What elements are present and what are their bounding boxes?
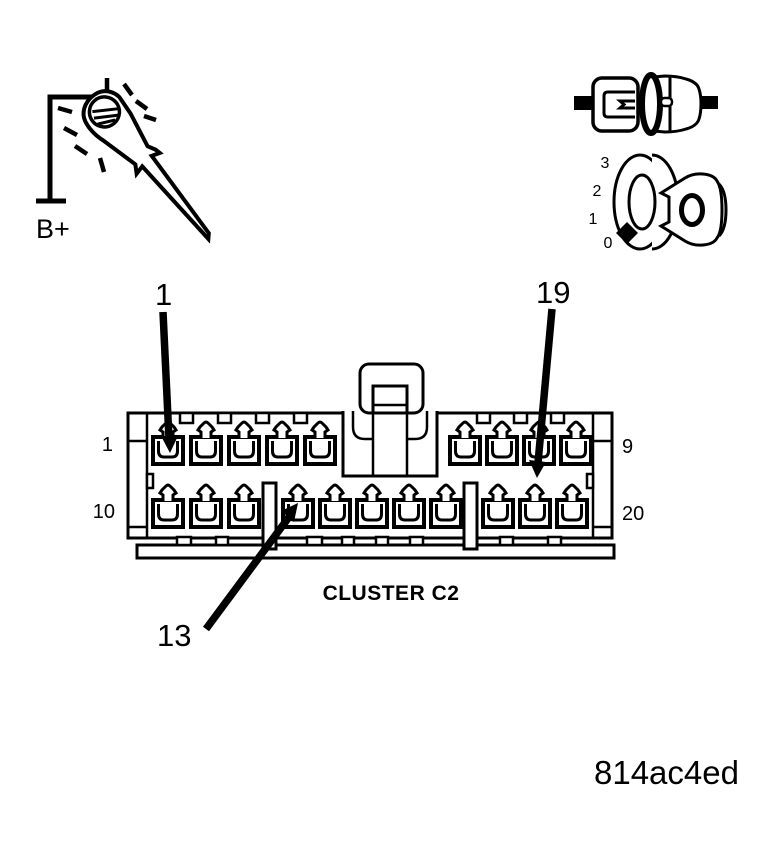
pin-label-10: 10 [93,501,115,523]
ignition-position-1: 1 [589,211,598,228]
fuse-wire-right [701,96,718,109]
connector-latch-cavity [341,362,439,478]
fuse-icon [574,72,718,136]
connector-top-notches [178,411,566,425]
callout-arrowhead [161,436,178,453]
callout-arrow-line [159,311,173,440]
ignition-position-2: 2 [593,183,602,200]
bottom-bump [305,535,324,547]
ignition-position-3: 3 [601,155,610,172]
callout-arrow-line [202,514,293,632]
cavity-walls [341,411,439,478]
callout-pin-1: 1 [155,277,178,453]
callout-arrowhead [281,503,298,522]
bottom-bump [374,535,390,547]
connector-cluster-c2: 1 9 10 20 CLUSTER C2 [93,362,644,605]
connector-caption: CLUSTER C2 [323,582,460,605]
callout-arrowhead [529,460,546,478]
fuse-end-cap [639,72,663,136]
key-hole [679,193,705,227]
glow-ray [143,113,157,123]
top-notch [512,411,529,425]
connector-bottom-edge [135,535,616,560]
pin-label-20: 20 [622,503,644,525]
ignition-dial-hole [627,173,657,231]
bottom-bump [498,535,515,547]
top-notch [549,411,566,425]
keying-strip-right [462,481,479,551]
probe-body [81,89,211,244]
callout-label-13: 13 [157,618,191,653]
ignition-switch-icon: 3 2 1 0 [589,153,728,252]
latch-tab-inner [371,384,409,415]
connector-skirt [135,543,616,560]
test-light-glow-rays [57,78,157,173]
pin-label-9: 9 [622,436,633,458]
callout-arrow-line [534,308,556,464]
latch-channel [371,413,409,476]
bottom-bump [408,535,425,547]
fuse-terminal-fork [602,90,635,119]
callout-label-1: 1 [155,277,172,312]
glow-ray [134,99,149,111]
callout-pin-13: 13 [157,503,298,653]
figure-code: 814ac4ed [594,754,739,791]
glow-ray [62,126,79,137]
connector-left-rail [128,413,155,538]
fuse-body-left [591,76,640,133]
top-notch [292,411,309,425]
glow-ray [97,157,107,173]
fuse-wire-left [574,96,594,110]
bottom-bump [214,535,230,547]
glow-ray [73,144,89,156]
top-notch [254,411,271,425]
top-notch [178,411,195,425]
callout-pin-19: 19 [529,275,570,478]
test-light-wire [36,94,94,204]
bottom-bump [175,535,193,547]
bulb-filament [92,107,118,126]
ignition-position-indicator [616,222,638,244]
key-head-edge [717,182,728,238]
test-light-icon: B+ [36,78,211,244]
power-label: B+ [36,214,70,244]
ignition-position-0: 0 [604,235,613,252]
connector-right-rail [585,413,612,538]
callout-label-19: 19 [536,275,570,310]
top-notch [216,411,233,425]
test-light-probe [81,89,211,244]
top-notch [475,411,492,425]
glow-ray [57,105,73,115]
cavity-shoulders [351,411,429,441]
glow-ray [122,82,134,97]
pin-label-1: 1 [102,434,113,456]
fuse-slot [659,96,674,108]
rail-notch [145,472,155,490]
rail-notch [585,472,595,490]
bottom-bump [340,535,356,547]
cavity-area [344,411,436,476]
bottom-bump [546,535,563,547]
